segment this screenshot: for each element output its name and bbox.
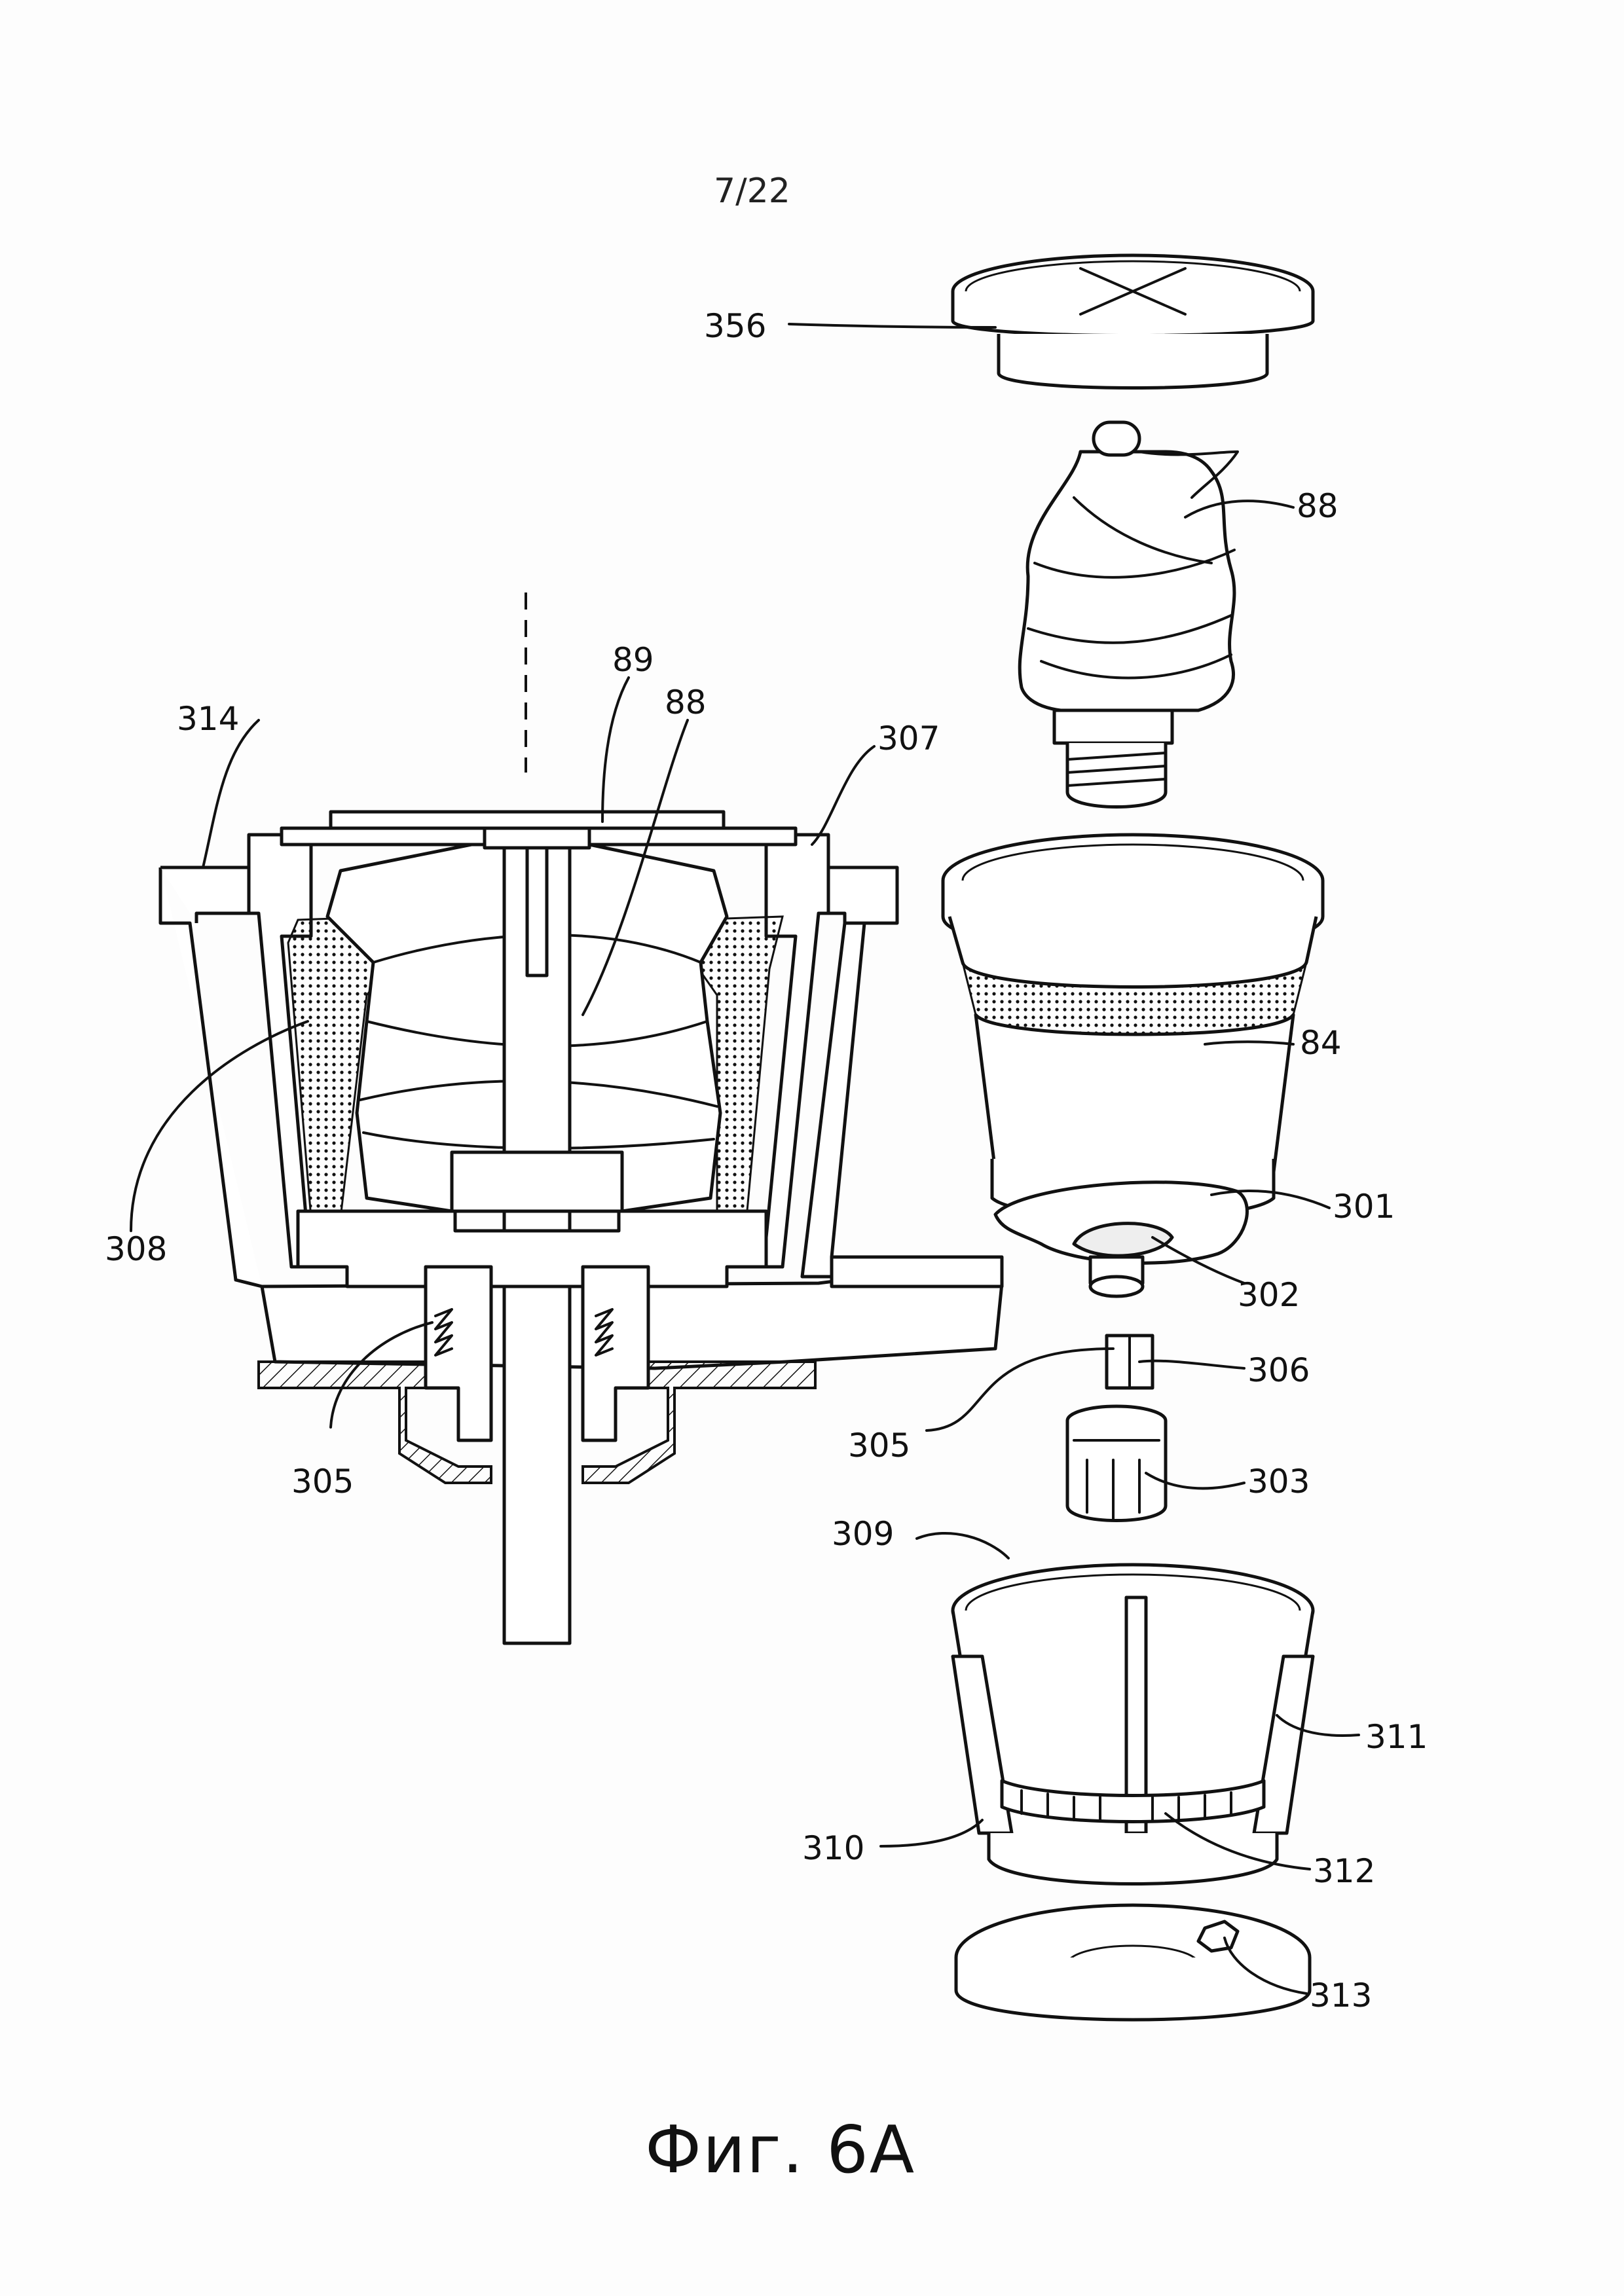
page-number: 7/22 xyxy=(714,172,790,211)
label-310: 310 xyxy=(802,1829,864,1867)
bearing-thread-left xyxy=(434,1308,453,1357)
label-307: 307 xyxy=(877,720,940,757)
label-305-section: 305 xyxy=(291,1463,354,1501)
label-356: 356 xyxy=(704,307,766,345)
label-305-exploded: 305 xyxy=(848,1427,910,1465)
mount-base-left xyxy=(257,1360,492,1484)
shaft-cap xyxy=(483,826,591,850)
part-356-grater-disc xyxy=(951,253,1315,390)
label-309: 309 xyxy=(832,1515,894,1553)
label-302: 302 xyxy=(1238,1276,1300,1314)
label-308: 308 xyxy=(105,1230,167,1268)
lower-bearing-right xyxy=(581,1265,650,1442)
label-88-auger: 88 xyxy=(1297,487,1338,525)
label-311: 311 xyxy=(1365,1718,1428,1756)
leader-lines xyxy=(130,323,1360,1995)
drive-hub xyxy=(450,1150,624,1213)
label-312: 312 xyxy=(1313,1852,1375,1890)
label-89: 89 xyxy=(612,641,654,679)
part-309-312-basket xyxy=(951,1563,1315,1886)
label-88-section: 88 xyxy=(665,683,707,721)
label-306: 306 xyxy=(1247,1351,1310,1389)
part-303-drive-sleeve xyxy=(1065,1404,1168,1522)
part-84-sieve xyxy=(941,833,1325,1220)
part-313-base-plate xyxy=(954,1903,1312,2022)
part-301-302-scraper-disc xyxy=(993,1180,1249,1298)
label-84: 84 xyxy=(1300,1024,1342,1062)
label-313: 313 xyxy=(1310,1977,1372,2014)
figure-caption: Фиг. 6А xyxy=(645,2111,916,2188)
part-88-auger xyxy=(1018,420,1239,809)
bearing-thread-right xyxy=(595,1308,614,1357)
shaft-core xyxy=(525,843,549,977)
label-314: 314 xyxy=(177,700,239,738)
label-303: 303 xyxy=(1247,1463,1310,1501)
spout xyxy=(830,1255,1004,1288)
section-view xyxy=(158,592,1004,1645)
label-301: 301 xyxy=(1333,1188,1395,1226)
mount-base-right xyxy=(581,1360,817,1484)
